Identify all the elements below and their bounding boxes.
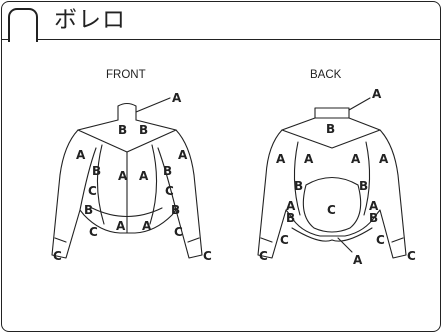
header-bar: ボレロ [2,2,440,42]
back-piece-label: C [376,233,385,247]
front-garment [51,97,203,259]
folder-tab-icon [8,8,38,42]
back-piece-label: B [369,211,378,225]
front-piece-label: A [139,169,149,183]
front-piece-label: C [53,249,62,263]
front-piece-label: B [92,164,101,178]
front-piece-label: A [178,148,188,162]
front-piece-label: B [163,164,172,178]
front-piece-label: C [165,184,174,198]
back-piece-label: A [286,199,296,213]
front-piece-label: C [174,225,183,239]
back-piece-label: B [286,211,295,225]
back-piece-label: C [407,249,416,263]
front-piece-label: C [88,184,97,198]
front-piece-label: A [142,219,152,233]
back-piece-label: A [372,87,382,101]
back-piece-label: A [353,253,363,267]
back-piece-label: A [276,152,286,166]
page-title: ボレロ [54,7,126,33]
front-piece-label: C [203,249,212,263]
back-piece-label: B [359,179,368,193]
diagram-card: ボレロ [1,1,441,332]
front-piece-label: B [139,123,148,137]
back-piece-label: B [326,122,335,136]
back-piece-label: C [259,249,268,263]
back-piece-label: A [369,199,379,213]
back-view-label: BACK [310,69,342,81]
front-piece-label: B [118,123,127,137]
front-piece-label: A [118,169,128,183]
front-view-label: FRONT [106,69,146,81]
front-piece-label: A [116,219,126,233]
back-piece-label: A [379,152,389,166]
back-piece-label: A [304,152,314,166]
front-piece-label: C [89,225,98,239]
back-garment [257,97,407,259]
back-piece-label: B [294,179,303,193]
front-piece-label: A [172,91,182,105]
front-piece-label: B [84,203,93,217]
back-piece-label: C [327,203,336,217]
front-piece-label: B [171,203,180,217]
back-piece-label: C [280,233,289,247]
front-piece-label: A [76,148,86,162]
back-piece-label: A [351,152,361,166]
